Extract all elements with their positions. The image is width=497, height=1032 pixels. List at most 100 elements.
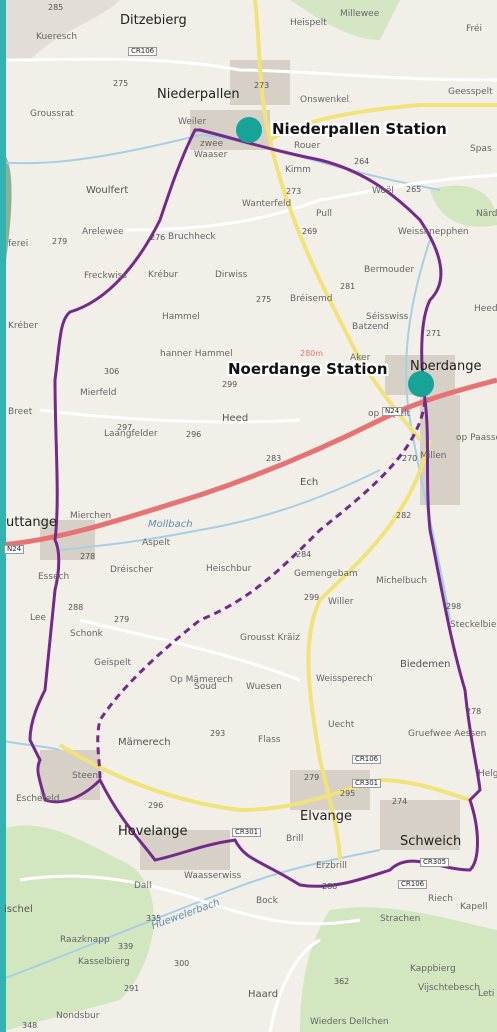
elevation-label: 291 [124, 984, 140, 993]
station-marker-noerdange[interactable] [408, 371, 434, 397]
locality-label: Geispelt [94, 658, 131, 668]
elevation-label: 279 [52, 237, 68, 246]
locality-label: Geesspelt [448, 87, 493, 97]
elevation-label: 362 [334, 977, 350, 986]
locality-label: Kasselbierg [78, 957, 130, 967]
locality-label: Dall [134, 881, 152, 891]
locality-label: Kréber [8, 321, 38, 331]
elevation-label: 271 [426, 329, 442, 338]
locality-label: Lee [30, 613, 46, 623]
locality-label: Freckwiss [84, 271, 127, 281]
locality-label: Dréischer [110, 565, 154, 575]
road-label-cr305: CR305 [420, 858, 450, 867]
town-label: Hovelange [118, 824, 188, 839]
locality-label: Woël [372, 186, 394, 196]
locality-label: op Paasse [456, 433, 497, 443]
secondary-roads [58, 0, 497, 861]
locality-label: Laangfelder [104, 429, 158, 439]
locality-label: Heischbur [206, 564, 252, 574]
locality-label: Weissperech [316, 674, 373, 684]
locality-label: Kappbierg [410, 964, 456, 974]
elevation-label: 298 [446, 602, 462, 611]
locality-label: Pull [316, 209, 332, 219]
town-label: uttange [6, 515, 57, 530]
locality-label: Weiler [178, 117, 207, 127]
town-label: Schweich [400, 834, 462, 849]
locality-label: Mämerech [118, 737, 171, 748]
elevation-label: 284 [296, 550, 312, 559]
elevation-label: 278 [80, 552, 96, 561]
locality-label: Waaser [194, 150, 228, 160]
stream-label: Mollbach [148, 519, 193, 530]
locality-label: Millewee [340, 9, 380, 19]
elevation-label: 264 [354, 157, 370, 166]
locality-label: Grousst Kräiz [240, 633, 300, 643]
locality-label: Raazknapp [60, 935, 110, 945]
forest-area [430, 185, 497, 227]
locality-label: Närd [476, 209, 497, 219]
locality-label: Op Mämerech [170, 675, 233, 685]
locality-label: Nondsbur [56, 1011, 100, 1021]
locality-label: ischel [4, 904, 33, 915]
locality-label: Riech [428, 894, 453, 904]
elevation-label: 339 [118, 942, 134, 951]
elevation-label: 276 [150, 233, 166, 242]
locality-label: Steen [72, 771, 99, 781]
locality-label: Gruefwee Aessen [408, 729, 487, 739]
locality-label: Bréisemd [290, 294, 333, 304]
locality-label: Batzend [352, 322, 389, 332]
locality-label: Willer [328, 597, 354, 607]
elevation-label: 335 [146, 914, 162, 923]
town-label: Niederpallen [157, 87, 240, 102]
locality-label: Heede [474, 304, 497, 314]
town-label: Noerdange [410, 359, 482, 374]
locality-label: Steckelbierg [450, 620, 497, 630]
locality-label: Aspelt [142, 538, 171, 548]
locality-label: Millen [420, 451, 447, 461]
locality-label: Dirwiss [215, 270, 248, 280]
locality-label: Kueresch [36, 32, 78, 42]
minor-roads [0, 57, 497, 1032]
locality-label: Erzbrill [316, 861, 348, 871]
elevation-label: 295 [340, 789, 356, 798]
elevation-label: 274 [392, 797, 408, 806]
locality-label: Rouer [294, 141, 321, 151]
locality-label: Eschefeld [16, 794, 60, 804]
elevation-label: 285 [48, 3, 64, 12]
elevation-label: 281 [340, 282, 356, 291]
road-label-n24: N24 [4, 545, 25, 554]
main-road-n24 [0, 377, 497, 548]
locality-label: Michelbuch [376, 576, 428, 586]
forest-area [0, 0, 120, 60]
elevation-label: 299 [304, 593, 320, 602]
locality-label: Mierfeld [80, 388, 117, 398]
locality-label: Leti [478, 989, 495, 999]
locality-label: Arelewee [82, 227, 124, 237]
locality-label: Wanterfeld [242, 199, 292, 209]
station-label-noerdange[interactable]: Noerdange Station [228, 360, 388, 378]
locality-label: Brill [286, 834, 304, 844]
elevation-label: 348 [22, 1021, 38, 1030]
elevation-label: 270 [402, 454, 418, 463]
locality-label: Bock [256, 896, 278, 906]
station-marker-niederpallen[interactable] [236, 117, 262, 143]
forest-area [300, 907, 497, 1032]
locality-label: Onswenkel [300, 95, 350, 105]
road-label-cr301: CR301 [352, 779, 382, 788]
elevation-label: 275 [256, 295, 272, 304]
locality-label: Kimm [285, 165, 311, 175]
locality-label: Uecht [328, 720, 355, 730]
elevation-label: 296 [186, 430, 202, 439]
locality-label: Heed [222, 413, 249, 424]
left-edge-strip [0, 0, 6, 1032]
elevation-label: 273 [286, 187, 302, 196]
locality-label: Vijschtebesch [418, 983, 480, 993]
locality-label: Fréi [466, 24, 483, 34]
road-label-cr106: CR106 [128, 47, 158, 56]
locality-label: Wieders Dellchen [310, 1017, 389, 1027]
elevation-label: 288 [68, 603, 84, 612]
station-label-niederpallen[interactable]: Niederpallen Station [272, 120, 447, 138]
road-label-cr301: CR301 [232, 828, 262, 837]
elevation-label: 279 [114, 615, 130, 624]
